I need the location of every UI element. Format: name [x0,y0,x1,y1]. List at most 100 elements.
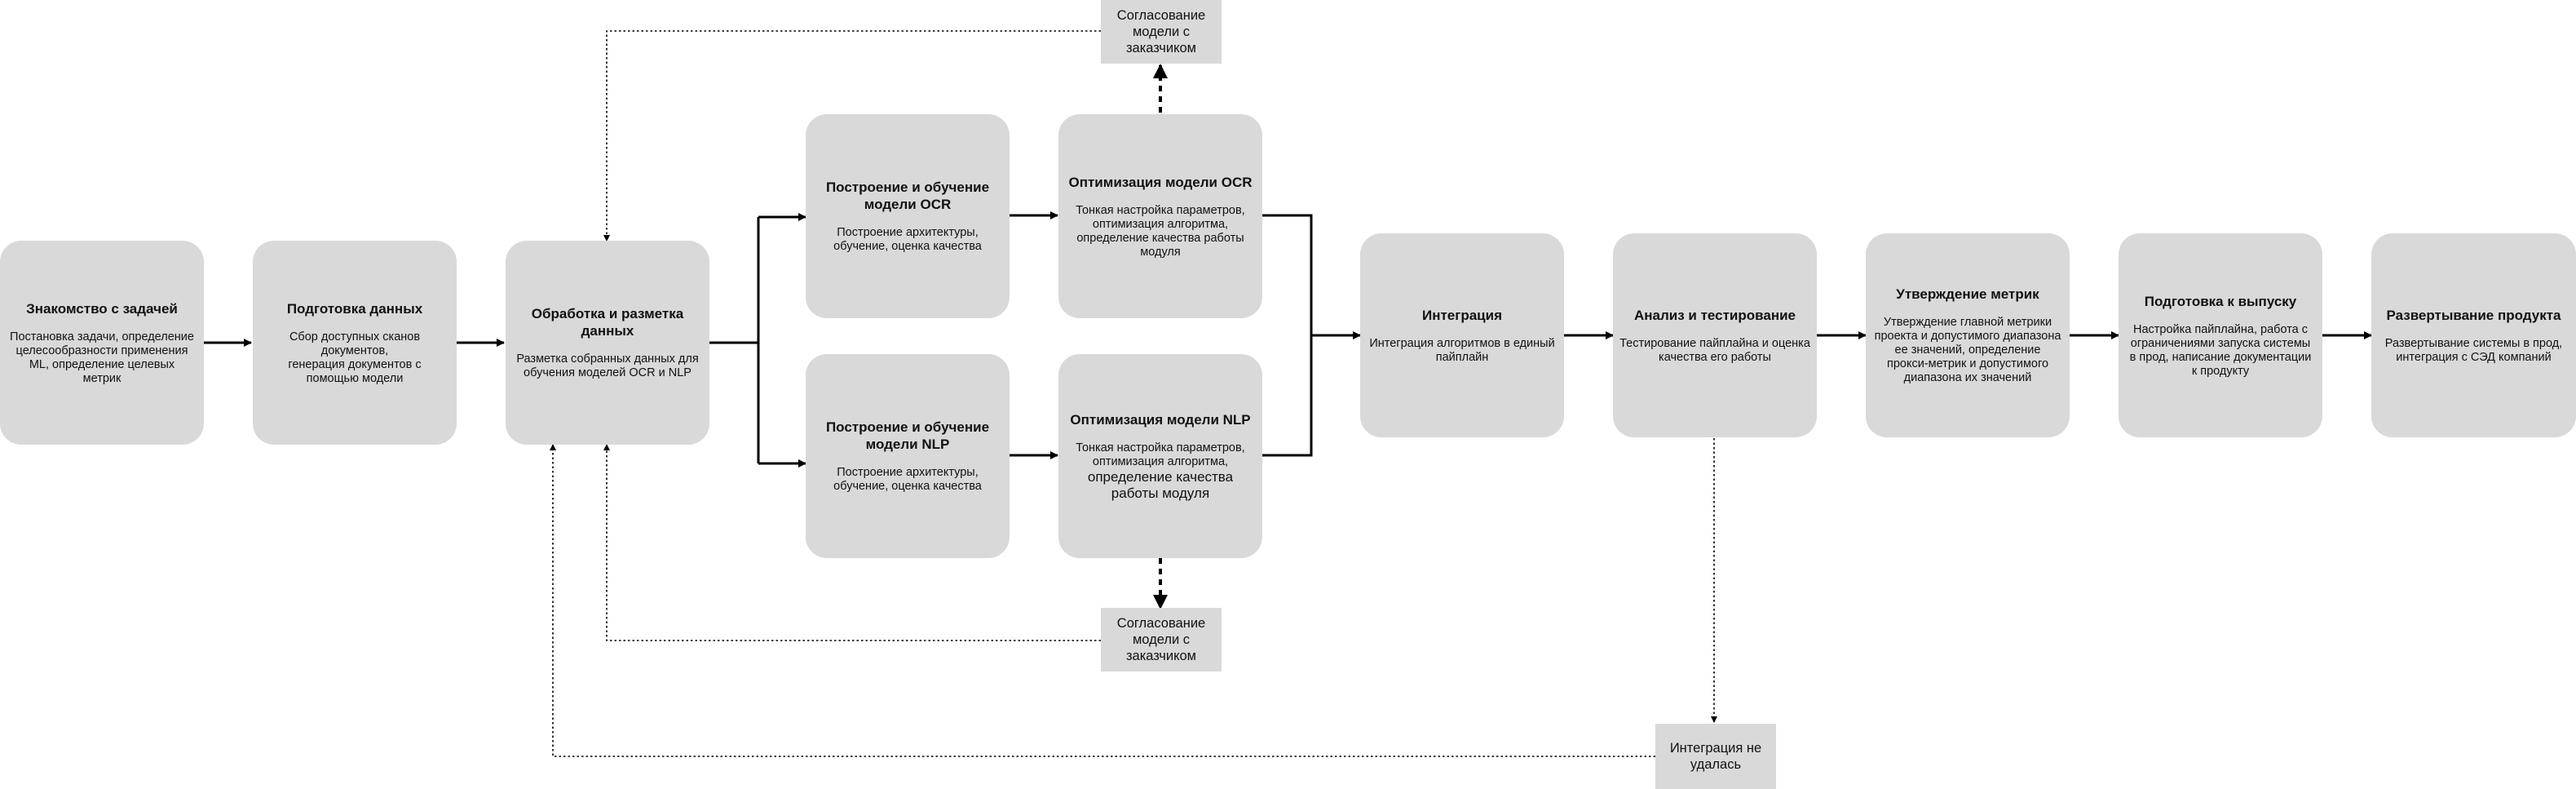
stage-description-line: проекта и допустимого диапазона [1874,330,2061,343]
stage-description-line: Интеграция алгоритмов в единый [1369,336,1555,350]
stage-description-line: пайплайн [1435,350,1489,364]
stage-description-line: Постановка задачи, определение [10,330,194,344]
stage-title-line: Построение и обучение [825,419,990,435]
stage-description-line: работы модуля [1111,485,1210,501]
stage-title-line: Обработка и разметка [531,306,684,321]
stage-description: Развертывание системы в прод,интеграция … [2385,337,2562,365]
stage-title: Подготовка данных [287,300,422,317]
stage-title-line: Развертывание продукта [2386,307,2561,323]
stage-title-line: Подготовка к выпуску [2144,293,2297,309]
stage-description-line: ее значений, определение [1894,344,2041,357]
stage-title-line: модели NLP [865,437,950,452]
loop-approval-nlp-to-labeling [603,444,1101,641]
stage-title: Знакомство с задачей [26,300,178,317]
stage-title-line: Утверждение метрик [1896,286,2039,302]
stage-description-line: модуля [1140,245,1181,259]
note-text-line: модели с [1132,24,1191,39]
stage-description-line: оптимизация алгоритма, [1092,454,1229,468]
stage-description-line: обучение, оценка качества [833,240,982,253]
stage-title-line: Построение и обучение [825,180,990,195]
stage-description-line: Разметка собранных данных для [516,352,699,366]
stage-title-line: Интеграция [1421,307,1502,323]
stage-title: Подготовка к выпуску [2145,293,2297,310]
stage-description-line: Построение архитектуры, [837,466,979,479]
note-text-line: Согласование [1116,8,1206,23]
stage-description-line: интеграция с СЭД компаний [2396,350,2552,364]
stage-description-line: диапазона их значений [1903,371,2032,384]
stage-nlp-opt: Оптимизация модели NLP Тонкая настройка п… [1058,354,1262,558]
note-text-line: заказчиком [1125,41,1197,55]
stage-title: Оптимизация модели OCR [1068,174,1252,191]
stage-description-line: Тестирование пайплайна и оценка [1619,336,1810,350]
stage-description-line: качества его работы [1659,350,1771,364]
stage-title: Построение и обучение модели NLP [826,419,989,453]
stage-title-line: Оптимизация модели NLP [1070,411,1251,428]
stage-description-line: прокси-метрик и допустимого [1886,357,2049,370]
note-text-line: Согласование [1116,616,1206,631]
stage-description-line: оптимизация алгоритма, [1092,217,1229,231]
stage-description-line: документов, [320,344,389,357]
loop-failed-to-labeling [550,444,1655,757]
stage-description-line: целесообразности применения [15,344,188,357]
stage-description-line: Развертывание системы в прод, [2384,336,2563,350]
stage-description-line: Построение архитектуры, [837,226,979,239]
stage-description-line: Сбор доступных сканов [289,330,421,344]
merge-to-integration [1262,214,1360,457]
stage-description-line: Настройка пайплайна, работа с [2132,322,2309,336]
stage-description-line: к продукту [2191,364,2250,378]
stage-title: Утверждение метрик [1896,286,2039,303]
stage-title-line: Анализ и тестирование [1633,307,1796,323]
stage-description-line: обучение, оценка качества [833,480,982,493]
stage-title: Оптимизация модели NLP [1070,411,1250,428]
stage-description-line: ML, определение целевых [29,357,175,371]
note-text-line: Интеграция не [1669,741,1762,756]
stage-description: Тонкая настройка параметров,оптимизация … [1076,204,1244,259]
stage-title: Анализ и тестирование [1634,307,1796,324]
stage-description-line: определение качества работы [1076,231,1244,245]
note-text-line: удалась [1690,757,1742,772]
stage-description-line: Тонкая настройка параметров, [1076,203,1245,217]
stage-description-line: метрик [82,371,122,385]
stage-title-line: модели OCR [864,197,952,212]
stage-title: Построение и обучение модели OCR [826,179,989,213]
stage-ocr-opt: Оптимизация модели OCR Тонкая настройка п… [1058,114,1262,318]
stage-description-line: генерация документов с [288,357,422,371]
stage-description-line: Тонкая настройка параметров, [1076,441,1245,454]
stage-title: Развертывание продукта [2386,307,2561,324]
stage-title-line: Оптимизация модели OCR [1068,174,1253,190]
stage-title: Интеграция [1422,307,1502,324]
stage-title-line: Подготовка данных [286,300,423,317]
stage-description-line: помощью модели [306,371,404,385]
stage-description-line: обучения моделей OCR и NLP [524,366,691,379]
stage-description-line: Утверждение главной метрики [1883,316,2052,329]
stage-description: Построение архитектуры,обучение, оценка … [833,226,982,254]
stage-description: Тонкая настройка параметров,оптимизация … [1076,441,1244,469]
stage-description-line: определение качества [1087,468,1234,485]
stage-title-line: Знакомство с задачей [26,300,178,317]
